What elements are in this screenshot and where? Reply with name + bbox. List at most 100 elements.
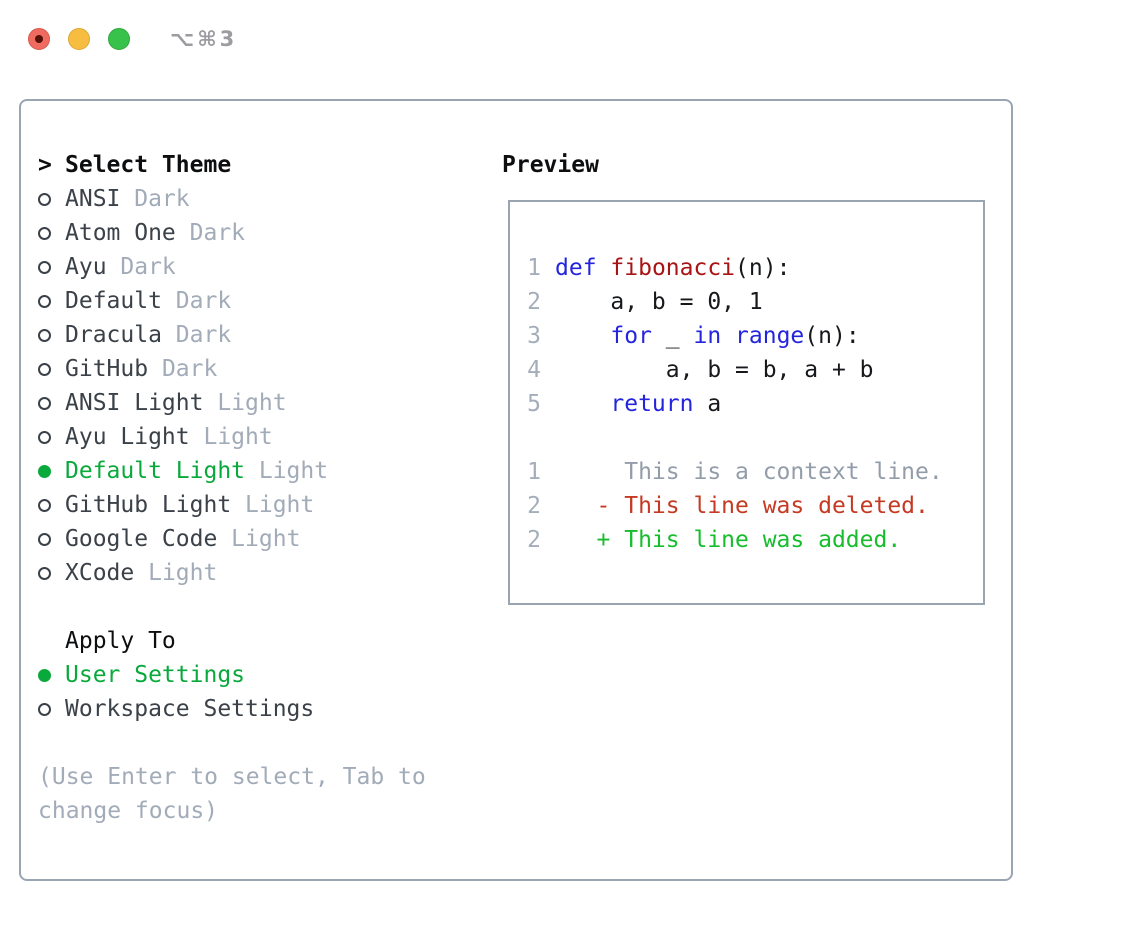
token-plain: (n):: [804, 323, 860, 349]
radio-icon: [38, 702, 51, 716]
radio-icon: [38, 396, 51, 410]
theme-option-github-light-light[interactable]: GitHub Light Light: [38, 488, 426, 522]
token-plain: _: [651, 323, 694, 349]
line-number: 4: [527, 357, 541, 383]
token-plain: (n):: [735, 255, 791, 281]
app-frame: > Select Theme ANSI Dark Atom One Dark A…: [19, 99, 1013, 881]
code-line: 2 a, b = 0, 1: [527, 285, 983, 319]
radio-icon: [38, 294, 51, 308]
theme-name: Default: [65, 288, 162, 314]
line-number: 1: [527, 255, 541, 281]
token-plain: a, b = b, a + b: [555, 357, 874, 383]
radio-marker: [38, 328, 65, 342]
code-block: 1 def fibonacci(n): 2 a, b = 0, 1 3 for …: [510, 202, 983, 557]
theme-name: GitHub Light: [65, 492, 232, 518]
line-number: 3: [527, 323, 541, 349]
theme-variant: Dark: [175, 220, 246, 246]
code-line: 5 return a: [527, 387, 983, 421]
radio-marker: [38, 532, 65, 546]
code-line: 4 a, b = b, a + b: [527, 353, 983, 387]
token-deleted: - This line was deleted.: [555, 493, 929, 519]
token-keyword: in: [693, 323, 722, 349]
token-plain: [597, 255, 611, 281]
code-line: [527, 421, 983, 455]
theme-option-atom-one-dark[interactable]: Atom One Dark: [38, 216, 426, 250]
radio-icon: [38, 192, 51, 206]
theme-variant: Light: [217, 526, 301, 552]
theme-list: ANSI Dark Atom One Dark Ayu Dark Default…: [38, 182, 426, 590]
theme-option-github-dark[interactable]: GitHub Dark: [38, 352, 426, 386]
titlebar: ⌥⌘3: [28, 27, 237, 51]
line-number: 2: [527, 289, 541, 315]
theme-option-ayu-dark[interactable]: Ayu Dark: [38, 250, 426, 284]
theme-variant: Light: [245, 458, 329, 484]
radio-icon: [38, 260, 51, 274]
theme-variant: Light: [189, 424, 273, 450]
code-line: 1 def fibonacci(n):: [527, 251, 983, 285]
theme-variant: Dark: [161, 322, 232, 348]
line-number: 2: [527, 493, 541, 519]
radio-icon: [38, 532, 51, 546]
token-keyword: range: [735, 323, 805, 349]
theme-name: Default Light: [65, 458, 246, 484]
window-title-shortcut: ⌥⌘3: [170, 27, 238, 51]
token-plain: [555, 323, 610, 349]
preview-pane: 1 def fibonacci(n): 2 a, b = 0, 1 3 for …: [508, 200, 985, 605]
token-context: This is a context line.: [555, 459, 943, 485]
theme-option-default-light-light[interactable]: Default Light Light: [38, 454, 426, 488]
theme-variant: Dark: [106, 254, 176, 280]
theme-option-dracula-dark[interactable]: Dracula Dark: [38, 318, 426, 352]
theme-list-panel: > Select Theme ANSI Dark Atom One Dark A…: [38, 148, 426, 828]
token-plain: a: [693, 391, 722, 417]
theme-variant: Dark: [161, 288, 232, 314]
theme-option-default-dark[interactable]: Default Dark: [38, 284, 426, 318]
token-plain: [555, 391, 610, 417]
apply-to-list: User Settings Workspace Settings: [38, 658, 426, 726]
radio-icon: [38, 226, 51, 240]
theme-option-ayu-light-light[interactable]: Ayu Light Light: [38, 420, 426, 454]
theme-option-google-code-light[interactable]: Google Code Light: [38, 522, 426, 556]
theme-option-xcode-light[interactable]: XCode Light: [38, 556, 426, 590]
token-keyword: return: [610, 391, 694, 417]
code-content: a, b = b, a + b: [555, 357, 874, 383]
theme-variant: Dark: [120, 186, 190, 212]
focus-prompt-icon: >: [38, 152, 52, 178]
theme-variant: Light: [134, 560, 218, 586]
token-function: fibonacci: [610, 255, 736, 281]
radio-icon: [38, 668, 51, 682]
code-content: a, b = 0, 1: [555, 289, 762, 315]
select-theme-title: Select Theme: [65, 152, 232, 178]
radio-icon: [38, 430, 51, 444]
radio-marker: [38, 702, 65, 716]
radio-icon: [38, 464, 51, 478]
code-line: 3 for _ in range(n):: [527, 319, 983, 353]
spacer: [38, 726, 426, 760]
theme-option-ansi-dark[interactable]: ANSI Dark: [38, 182, 426, 216]
apply-to-title: Apply To: [65, 628, 176, 654]
minimize-button[interactable]: [68, 28, 90, 50]
apply-option-workspace-settings[interactable]: Workspace Settings: [38, 692, 426, 726]
radio-marker: [38, 668, 65, 682]
radio-marker: [38, 294, 65, 308]
theme-name: XCode: [65, 560, 135, 586]
preview-title: Preview: [502, 152, 599, 178]
theme-option-ansi-light-light[interactable]: ANSI Light Light: [38, 386, 426, 420]
theme-variant: Light: [203, 390, 287, 416]
help-text: change focus): [38, 798, 219, 824]
zoom-button[interactable]: [108, 28, 130, 50]
token-keyword: for: [610, 323, 652, 349]
code-content: + This line was added.: [555, 527, 902, 553]
token-added: + This line was added.: [555, 527, 902, 553]
radio-icon: [38, 566, 51, 580]
radio-marker: [38, 498, 65, 512]
apply-option-label: User Settings: [65, 662, 246, 688]
apply-option-user-settings[interactable]: User Settings: [38, 658, 426, 692]
close-button[interactable]: [28, 28, 50, 50]
line-number: 5: [527, 391, 541, 417]
radio-marker: [38, 430, 65, 444]
radio-marker: [38, 362, 65, 376]
code-line: 2 + This line was added.: [527, 523, 983, 557]
theme-name: ANSI: [65, 186, 121, 212]
